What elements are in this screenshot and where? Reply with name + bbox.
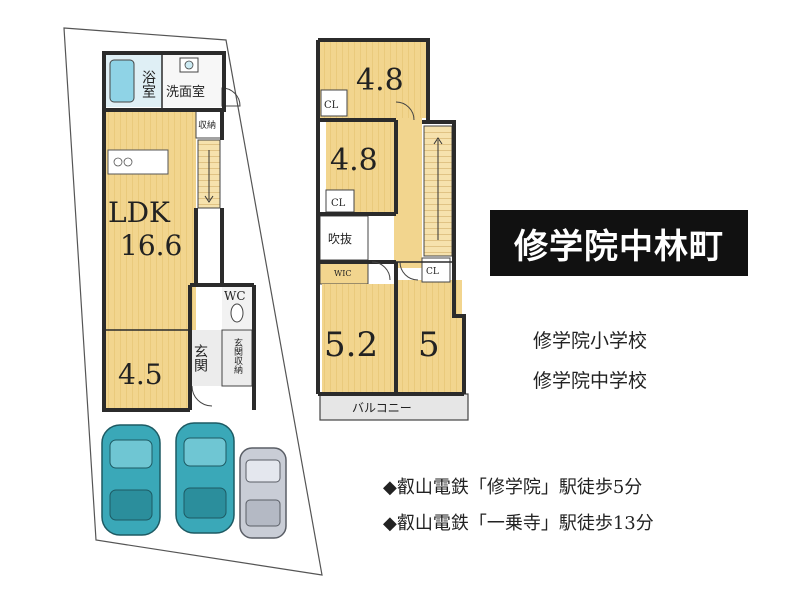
access-line-1: ◆叡山電鉄「修学院」駅徒歩5分 — [383, 477, 643, 498]
room-5 — [398, 280, 462, 392]
nearby-school-1: 修学院小学校 — [533, 330, 648, 352]
bathtub-icon — [109, 59, 135, 103]
ldk-room — [106, 110, 196, 330]
room-5-2-label: 5.2 — [324, 325, 378, 365]
area-name-badge: 修学院中林町 — [490, 210, 748, 276]
entrance-storage — [221, 329, 253, 387]
balcony-label: バルコニー — [352, 401, 412, 415]
bath-label: 浴室 — [140, 70, 156, 98]
closet-a — [320, 89, 348, 117]
entrance-storage-label: 玄関収納 — [232, 337, 243, 375]
entrance-label: 玄関 — [192, 343, 208, 373]
entrance — [190, 330, 222, 386]
closet-label-c: CL — [426, 267, 439, 277]
room-4-5-label: 4.5 — [118, 358, 163, 391]
ldk-size: 16.6 — [120, 229, 182, 262]
storage-label: 収納 — [198, 119, 216, 131]
floor-1 — [102, 51, 256, 412]
car-icon — [239, 447, 287, 539]
nearby-school-2: 修学院中学校 — [533, 370, 648, 392]
room-4-8-top-label: 4.8 — [356, 63, 404, 98]
room-4-8-mid-label: 4.8 — [330, 143, 378, 178]
car-icon — [175, 422, 235, 534]
room-5-label: 5 — [418, 325, 440, 365]
car-icon — [101, 424, 161, 536]
wc-label: WC — [224, 289, 246, 303]
closet-label-a: CL — [324, 100, 339, 111]
closet-label-b: CL — [331, 198, 346, 209]
washroom-label: 洗面室 — [166, 84, 205, 100]
floor-2 — [316, 38, 469, 421]
ldk-label: LDK — [108, 196, 171, 229]
access-line-2: ◆叡山電鉄「一乗寺」駅徒歩13分 — [383, 513, 654, 534]
room-4-5 — [106, 330, 190, 408]
kitchen-counter — [107, 149, 169, 175]
storage-closet — [195, 109, 223, 139]
wic-label: WIC — [334, 269, 352, 278]
room-5-2 — [322, 284, 396, 392]
toilet-icon — [230, 303, 244, 323]
void-label: 吹抜 — [328, 232, 352, 246]
